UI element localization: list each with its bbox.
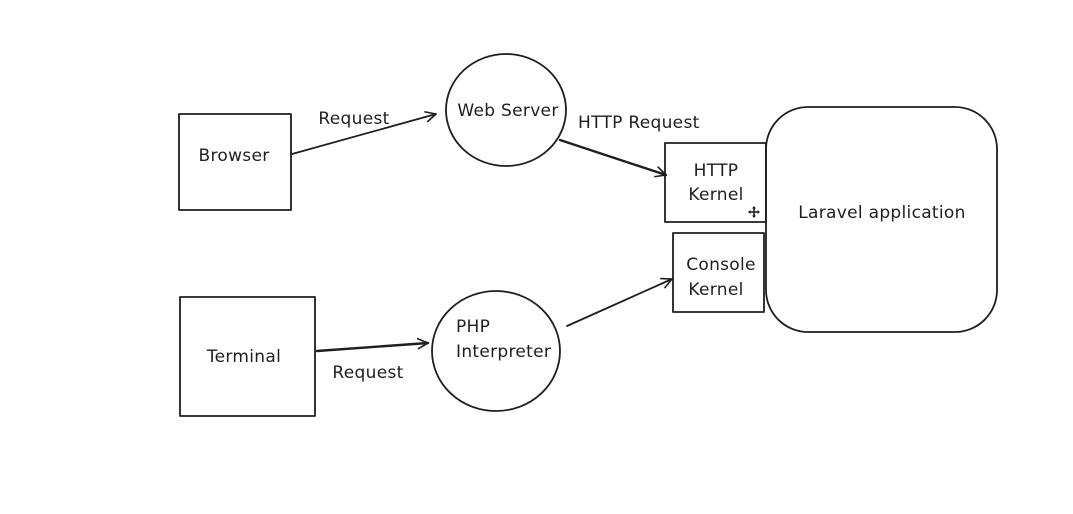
- arrow-web-server-to-http-kernel[interactable]: HTTP Request: [558, 113, 700, 178]
- http-kernel-label-line2: Kernel: [688, 185, 743, 205]
- laravel-application-box: [765, 106, 998, 333]
- arrow-terminal-to-php-interpreter[interactable]: Request: [315, 337, 430, 383]
- arrow-browser-to-web-server[interactable]: Request: [291, 109, 437, 155]
- console-kernel-label-line1: Console: [686, 255, 756, 275]
- web-server-circle: [445, 53, 567, 167]
- edge-label-http-request: HTTP Request: [578, 113, 700, 133]
- php-interpreter-label-line2: Interpreter: [456, 342, 551, 362]
- web-server-label: Web Server: [457, 101, 558, 121]
- console-kernel-box: [672, 232, 765, 313]
- php-interpreter-label-line1: PHP: [456, 317, 490, 337]
- laravel-application-node[interactable]: Laravel application: [765, 106, 998, 333]
- http-kernel-node[interactable]: HTTP Kernel: [664, 142, 767, 223]
- move-cursor-icon: [748, 206, 760, 218]
- php-interpreter-circle: [431, 290, 561, 412]
- console-kernel-label-line2: Kernel: [688, 280, 743, 300]
- terminal-node[interactable]: Terminal: [179, 296, 316, 417]
- terminal-box: [179, 296, 316, 417]
- edge-label-request-browser: Request: [318, 109, 389, 129]
- arrow-line: [291, 111, 437, 155]
- arrow-line: [558, 138, 668, 178]
- browser-node[interactable]: Browser: [178, 113, 292, 211]
- terminal-label: Terminal: [206, 347, 281, 367]
- browser-label: Browser: [199, 146, 270, 166]
- php-interpreter-node[interactable]: PHP Interpreter: [431, 290, 561, 412]
- console-kernel-node[interactable]: Console Kernel: [672, 232, 765, 313]
- browser-box: [178, 113, 292, 211]
- arrow-line: [315, 337, 430, 353]
- web-server-node[interactable]: Web Server: [445, 53, 567, 167]
- http-kernel-label-line1: HTTP: [694, 161, 739, 181]
- arrow-php-interpreter-to-console-kernel[interactable]: [566, 277, 673, 327]
- arrow-line: [566, 277, 673, 327]
- edge-label-request-terminal: Request: [332, 363, 403, 383]
- laravel-application-label: Laravel application: [798, 203, 965, 223]
- http-kernel-box: [664, 142, 767, 223]
